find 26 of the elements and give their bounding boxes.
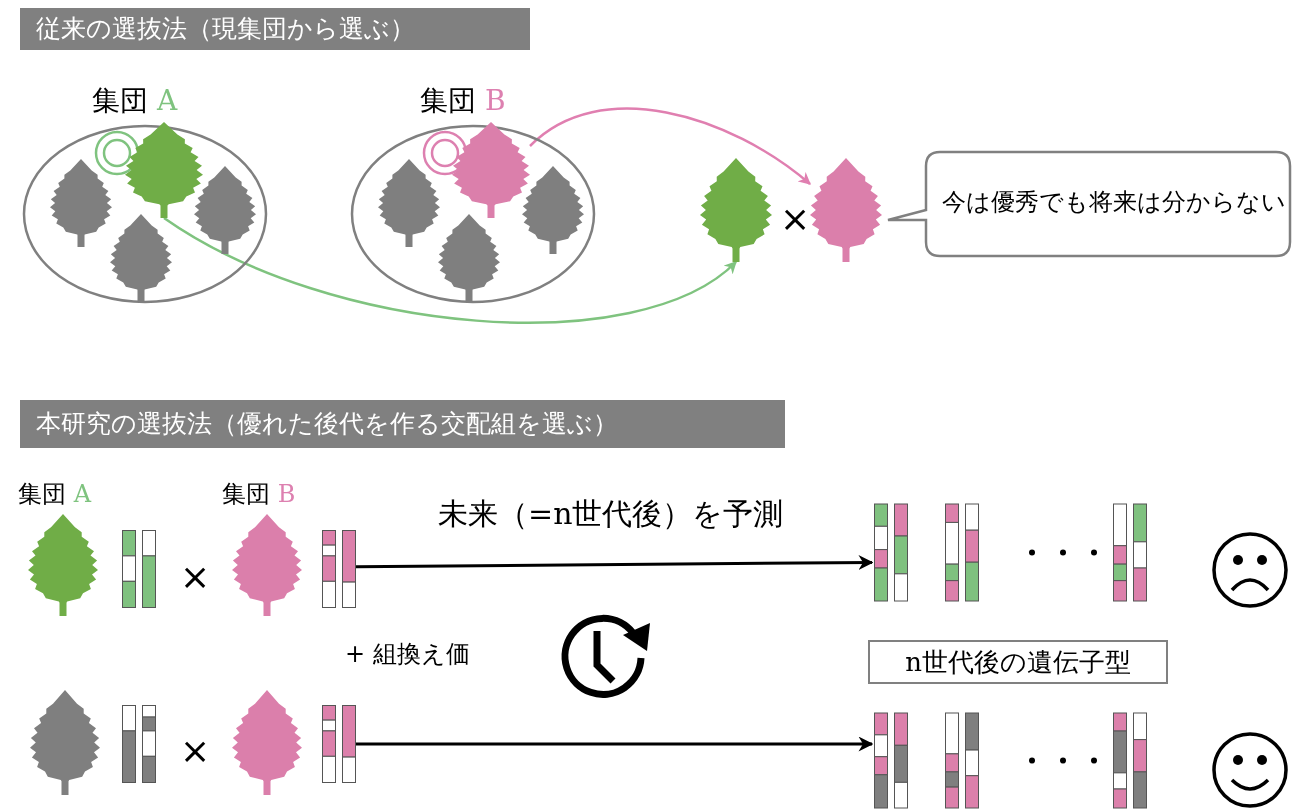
- chromosome-pair-drawing: [122, 530, 156, 608]
- group-label: 集団 A: [92, 83, 178, 119]
- arrow: [356, 736, 874, 752]
- cross-symbol: ×: [780, 198, 811, 239]
- cross-symbol: ×: [180, 730, 211, 771]
- leaf-icon: [700, 158, 772, 262]
- bubble-text: 今は優秀でも将来は分からない: [942, 187, 1286, 218]
- leaf-icon: [452, 122, 530, 218]
- leaf-icon: [232, 690, 302, 795]
- group-label: 集団 B: [420, 83, 506, 119]
- leaf-icon: [125, 122, 203, 218]
- leaf-icon: [810, 158, 882, 262]
- section-heading: 本研究の選抜法（優れた後代を作る交配組を選ぶ）: [20, 400, 785, 448]
- group-label: 集団 A: [18, 479, 91, 510]
- caption-box: n世代後の遺伝子型: [868, 640, 1168, 684]
- chromosome-pair-drawing: [322, 530, 356, 608]
- arrow: [356, 555, 874, 570]
- group-label: 集団 B: [222, 479, 296, 510]
- annotation-text: + 組換え価: [345, 639, 470, 670]
- leaf-icon: [30, 690, 100, 795]
- chromosome-pair-drawing: [122, 705, 156, 783]
- section-heading: 従来の選抜法（現集団から選ぶ）: [20, 8, 530, 50]
- cross-symbol: ×: [180, 556, 211, 597]
- chromosome-pair-drawing: [322, 705, 356, 783]
- arrow: [163, 216, 737, 324]
- arrow: [529, 107, 811, 185]
